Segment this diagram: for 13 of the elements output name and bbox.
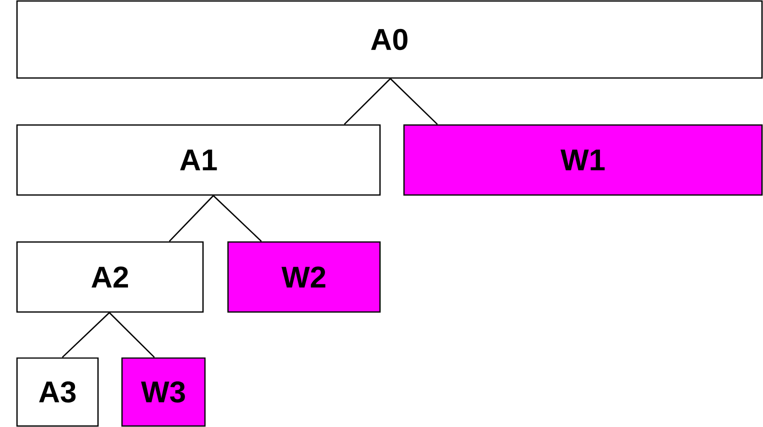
highlighted-box: W2: [227, 241, 381, 313]
connector-line: [212, 195, 262, 242]
box: A3: [16, 357, 99, 427]
connector-line: [344, 78, 391, 125]
connector-line: [168, 195, 214, 242]
box: A2: [16, 241, 204, 313]
box: A0: [16, 0, 763, 79]
box: A1: [16, 124, 381, 196]
connector-line: [390, 78, 438, 125]
highlighted-box: W3: [121, 357, 206, 427]
highlighted-box: W1: [403, 124, 763, 196]
connector-line: [108, 312, 155, 358]
connector-line: [62, 312, 110, 358]
